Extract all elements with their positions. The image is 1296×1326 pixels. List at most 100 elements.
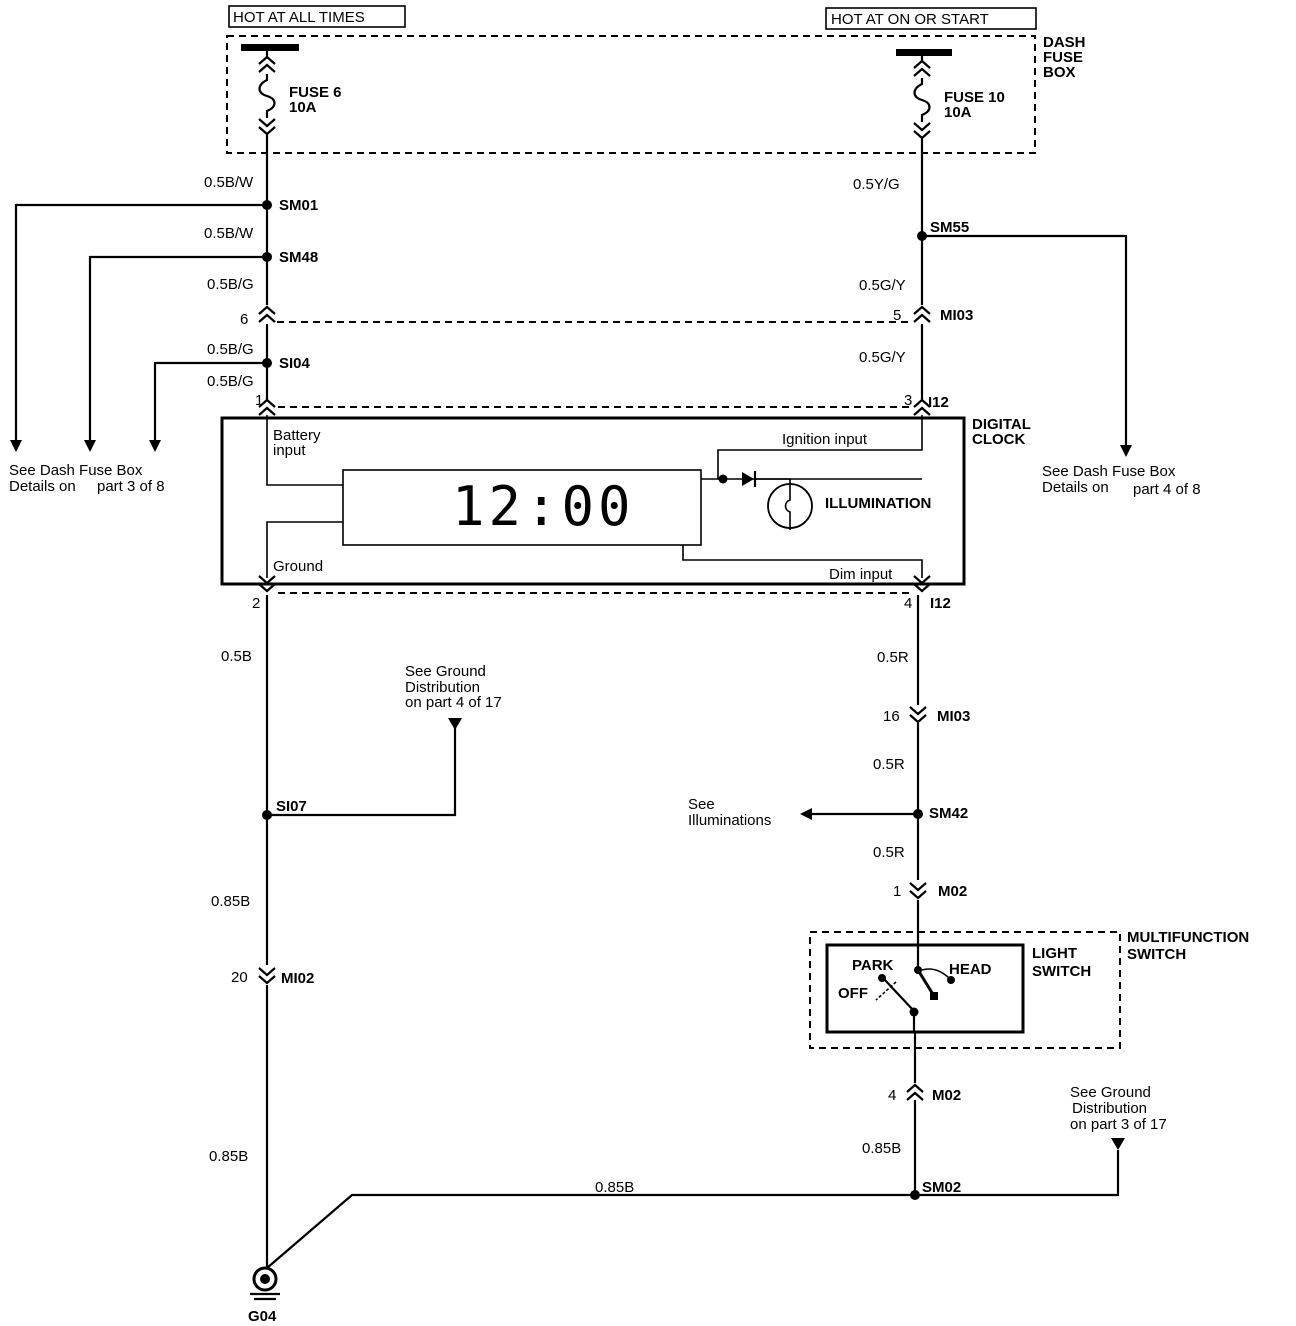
- ground-ref-b-arrow-icon: [1111, 1138, 1125, 1150]
- sm01-branch-wire: [14, 203, 267, 440]
- connector-pin16: 16: [883, 708, 900, 725]
- battery-input-trace: [266, 415, 343, 486]
- wire-label-085b-1: 0.85B: [211, 893, 250, 910]
- fuse6-bottom-terminal: [257, 117, 277, 136]
- splice-si04-label: SI04: [279, 355, 311, 372]
- fuse-6-name: FUSE 6: [289, 84, 342, 101]
- light-switch-label-1: LIGHT: [1032, 945, 1077, 962]
- fuse6-top-terminal: [257, 55, 277, 74]
- multifunction-label-2: SWITCH: [1127, 946, 1186, 963]
- connector-m02-pin4: [905, 1083, 925, 1102]
- illum-ref-2: Illuminations: [688, 812, 771, 829]
- battery-input-label-2: input: [273, 442, 306, 459]
- connector-pin5: 5: [893, 307, 901, 324]
- illumination-label: ILLUMINATION: [825, 495, 931, 512]
- connector-mi03-label-b: MI03: [937, 708, 970, 725]
- dash-fuse-ref-right-1: See Dash Fuse Box: [1042, 463, 1176, 480]
- clock-display: [342, 469, 702, 546]
- diode-icon: [742, 472, 754, 486]
- dash-fuse-ref-left-2: Details on: [9, 478, 76, 495]
- dash-fuse-ref-right-2: Details on: [1042, 479, 1109, 496]
- fuse-6-rating: 10A: [289, 99, 317, 116]
- splice-si07-dot: [262, 810, 272, 820]
- hot-at-all-times-label: HOT AT ALL TIMES: [228, 5, 406, 28]
- fuse-6-icon: [258, 74, 276, 118]
- light-switch-box: [825, 943, 1025, 1034]
- connector-mi03-label-a: MI03: [940, 307, 973, 324]
- wire-label-05bw-2: 0.5B/W: [204, 225, 254, 242]
- wire-label-085b-3: 0.85B: [862, 1140, 901, 1157]
- multifunction-switch-outline: [809, 931, 1121, 1049]
- wire-label-05bw-1: 0.5B/W: [204, 174, 254, 191]
- wire-label-05r-1: 0.5R: [877, 649, 909, 666]
- fuse-box-label-2: FUSE: [1043, 49, 1083, 66]
- ground-ref-a-1: See Ground: [405, 663, 486, 680]
- sm48-branch-wire: [88, 255, 267, 440]
- ground-ref-b-3: on part 3 of 17: [1070, 1116, 1167, 1133]
- ignition-input-label: Ignition input: [782, 431, 868, 448]
- splice-si07-label: SI07: [276, 798, 307, 815]
- wire-label-085b-2: 0.85B: [209, 1148, 248, 1165]
- connector-pin2: 2: [252, 595, 260, 612]
- dash-fuse-box-outline: [226, 35, 1036, 154]
- light-switch-label-2: SWITCH: [1032, 963, 1091, 980]
- left-bus-bar: [241, 44, 299, 51]
- connector-mi02-label: MI02: [281, 970, 314, 987]
- svg-text:HOT AT ALL TIMES: HOT AT ALL TIMES: [233, 9, 365, 26]
- ground-label: Ground: [273, 558, 323, 575]
- clock-display-digits: 12:00: [452, 475, 635, 538]
- fuse-10-name: FUSE 10: [944, 89, 1005, 106]
- wire-label-05r-2: 0.5R: [873, 756, 905, 773]
- wire-label-05gy-1: 0.5G/Y: [859, 277, 906, 294]
- wire-label-05bg-3: 0.5B/G: [207, 373, 254, 390]
- wire-label-05r-3: 0.5R: [873, 844, 905, 861]
- fuse-10-rating: 10A: [944, 104, 972, 121]
- connector-pin6: 6: [240, 311, 248, 328]
- sm01-arrow-icon: [10, 440, 22, 452]
- ignition-input-trace: [717, 415, 923, 479]
- connector-pin4: 4: [904, 595, 912, 612]
- wire-label-05b: 0.5B: [221, 648, 252, 665]
- ground-ref-b-1: See Ground: [1070, 1084, 1151, 1101]
- connector-pin1-m02: 1: [893, 883, 901, 900]
- switch-head-label: HEAD: [949, 961, 992, 978]
- fuse10-bottom-terminal: [912, 121, 932, 140]
- illum-ref-1: See: [688, 796, 715, 813]
- sm55-branch-wire: [922, 234, 1128, 445]
- illumination-junction-dot: [718, 474, 728, 484]
- connector-i12-label-a: I12: [928, 394, 949, 411]
- splice-sm02-label: SM02: [922, 1179, 961, 1196]
- si04-branch-wire: [153, 361, 267, 440]
- right-bus-bar: [896, 49, 952, 56]
- dim-input-label: Dim input: [829, 566, 893, 583]
- ground-ref-a-3: on part 4 of 17: [405, 694, 502, 711]
- multifunction-label-1: MULTIFUNCTION: [1127, 929, 1249, 946]
- light-switch-contacts-icon: [875, 945, 955, 1032]
- wire-label-05gy-2: 0.5G/Y: [859, 349, 906, 366]
- wire-label-085b-4: 0.85B: [595, 1179, 634, 1196]
- sm55-arrow-icon: [1120, 445, 1132, 457]
- connector-pin20: 20: [231, 969, 248, 986]
- fuse-10-icon: [913, 78, 931, 122]
- connector-i12-label-b: I12: [930, 595, 951, 612]
- connector-m02-label-a: M02: [938, 883, 967, 900]
- wire-label-05bg-1: 0.5B/G: [207, 276, 254, 293]
- ground-g04-icon: [250, 1266, 280, 1301]
- splice-sm48-label: SM48: [279, 249, 318, 266]
- battery-input-label-1: Battery: [273, 427, 321, 444]
- fuse-box-label-1: DASH: [1043, 34, 1086, 51]
- digital-clock-module: [220, 416, 966, 586]
- sm42-arrow-icon: [800, 808, 812, 820]
- si04-arrow-icon: [149, 440, 161, 452]
- splice-sm55-label: SM55: [930, 219, 969, 236]
- wire-label-05bg-2: 0.5B/G: [207, 341, 254, 358]
- splice-sm01-label: SM01: [279, 197, 318, 214]
- connector-m02-label-b: M02: [932, 1087, 961, 1104]
- dash-fuse-ref-left-3: part 3 of 8: [97, 478, 165, 495]
- switch-park-label: PARK: [852, 957, 894, 974]
- connector-pin1: 1: [255, 392, 263, 409]
- svg-text:HOT AT ON OR START: HOT AT ON OR START: [831, 11, 989, 28]
- ground-g04-label: G04: [248, 1308, 277, 1325]
- sm02-ground-wire: [266, 1150, 1120, 1269]
